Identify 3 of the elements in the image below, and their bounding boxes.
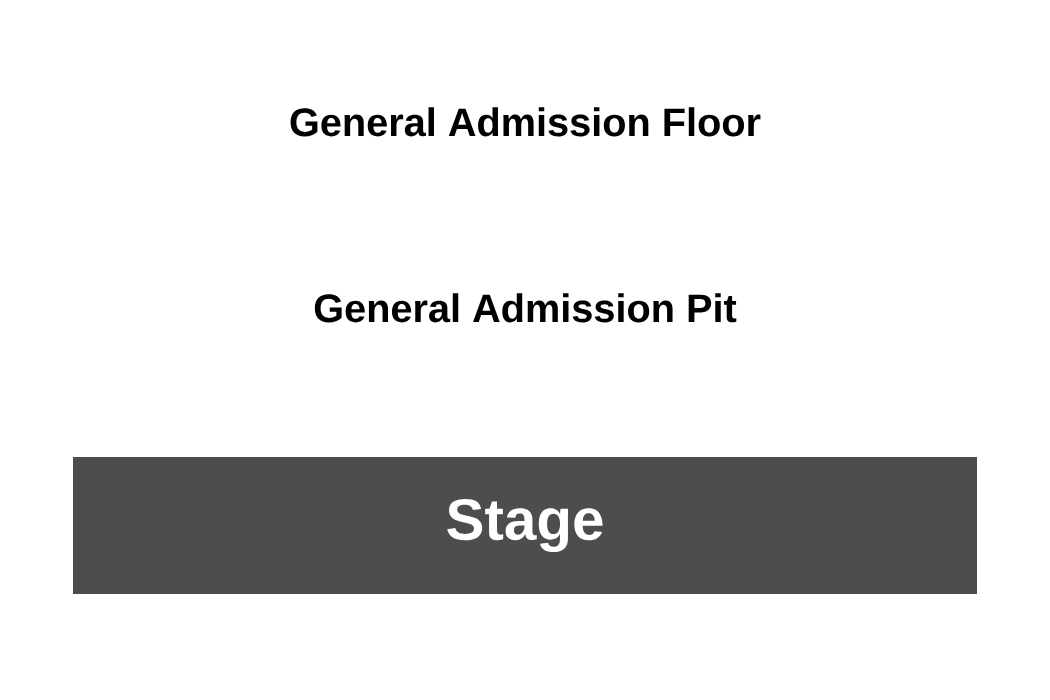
stage-box: Stage [73,457,977,594]
area-label: General Admission Floor [290,107,761,137]
area-label: General Admission Pit [314,293,737,323]
